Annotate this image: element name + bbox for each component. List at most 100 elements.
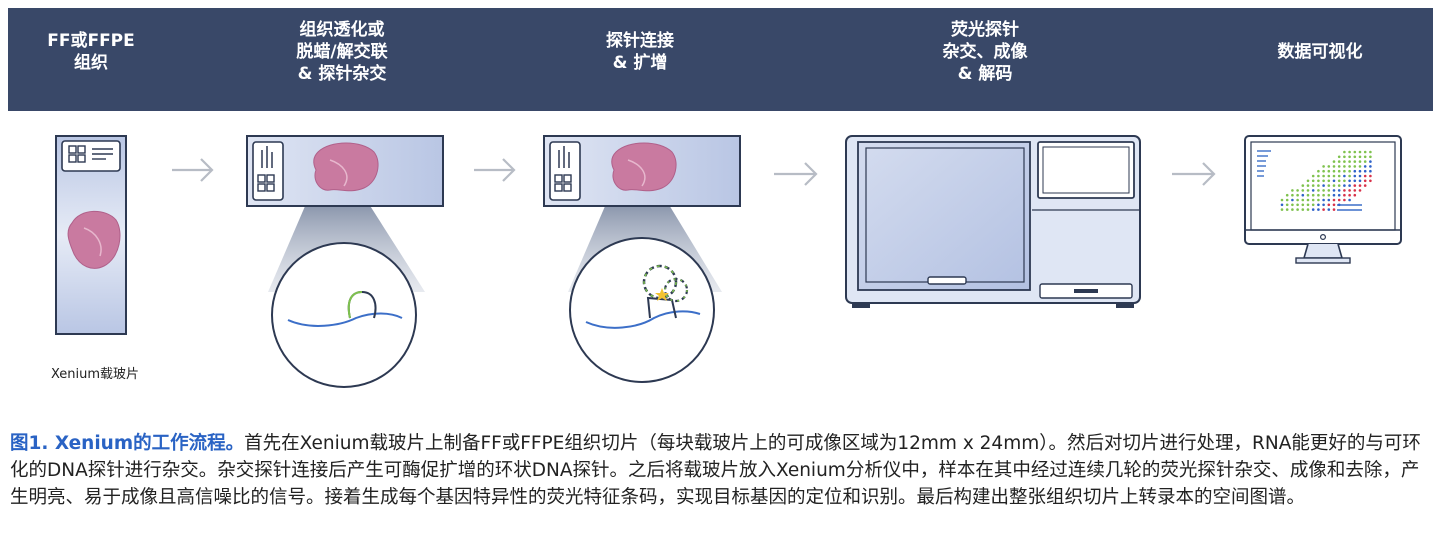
transcript-dot [1311, 193, 1315, 197]
text-lines-icon [92, 148, 113, 160]
transcript-dot [1306, 193, 1310, 197]
spatial-map [1280, 150, 1372, 211]
transcript-dot [1285, 203, 1289, 207]
text-lines-icon [558, 146, 570, 168]
transcript-dot [1337, 155, 1341, 159]
transcript-dot [1343, 150, 1346, 154]
transcript-dot [1343, 169, 1346, 173]
workflow-diagram [55, 135, 1402, 388]
transcript-dot [1317, 203, 1320, 207]
transcript-dot [1322, 174, 1325, 178]
transcript-dot [1332, 174, 1336, 178]
transcript-dot [1317, 174, 1320, 178]
zoom-circle-hybridization [271, 242, 417, 388]
transcript-dot [1280, 208, 1284, 211]
transcript-dot [1301, 198, 1305, 202]
arrow-icon [474, 158, 516, 182]
transcript-dot [1369, 160, 1372, 163]
transcript-dot [1363, 165, 1367, 168]
transcript-dot [1285, 208, 1289, 211]
transcript-dot [1337, 165, 1341, 168]
transcript-dot [1327, 184, 1331, 187]
transcript-dot [1353, 169, 1357, 173]
transcript-dot [1353, 174, 1357, 178]
transcript-dot [1348, 165, 1351, 168]
transcript-dot [1322, 184, 1325, 187]
xenium-slide-vertical [55, 135, 127, 335]
grid-icon [257, 174, 275, 192]
transcript-dot [1291, 189, 1294, 192]
transcript-dot [1363, 155, 1367, 159]
transcript-dot [1327, 165, 1331, 168]
transcript-dot [1348, 150, 1351, 154]
zoom-circle-amplification [569, 237, 715, 383]
transcript-dot [1353, 189, 1357, 192]
monitor-icon [1244, 135, 1402, 264]
step-label-text: 荧光探针 杂交、成像 & 解码 [942, 19, 1028, 84]
step-label-tissue: FF或FFPE 组织 [30, 0, 152, 103]
transcript-dot [1327, 198, 1331, 202]
step-label-text: FF或FFPE 组织 [47, 30, 135, 73]
transcript-dot [1327, 179, 1331, 183]
transcript-dot [1301, 208, 1305, 211]
transcript-dot [1358, 155, 1362, 159]
transcript-dot [1343, 160, 1346, 163]
arrow-icon [1172, 162, 1216, 186]
transcript-dot [1337, 189, 1341, 192]
transcript-dot [1337, 160, 1341, 163]
text-lines-icon [261, 146, 273, 168]
transcript-dot [1348, 189, 1351, 192]
grid-icon [554, 174, 572, 192]
transcript-dot [1348, 169, 1351, 173]
transcript-dot [1306, 203, 1310, 207]
transcript-dot [1348, 179, 1351, 183]
transcript-dot [1280, 203, 1284, 207]
transcript-dot [1327, 189, 1331, 192]
xenium-analyzer-instrument [845, 135, 1141, 308]
transcript-dot [1363, 169, 1367, 173]
transcript-dot [1358, 179, 1362, 183]
transcript-dot [1311, 184, 1315, 187]
transcript-dot [1301, 193, 1305, 197]
tissue-section [67, 210, 121, 269]
transcript-dot [1311, 208, 1315, 211]
transcript-dot [1337, 184, 1341, 187]
transcript-dot [1348, 160, 1351, 163]
transcript-dot [1296, 198, 1299, 202]
transcript-dot [1322, 189, 1325, 192]
transcript-dot [1332, 184, 1336, 187]
step-label-visualization: 数据可视化 [1240, 0, 1400, 103]
transcript-dot [1337, 179, 1341, 183]
transcript-dot [1358, 184, 1362, 187]
transcript-dot [1348, 174, 1351, 178]
step-label-imaging: 荧光探针 杂交、成像 & 解码 [910, 0, 1060, 103]
transcript-dot [1296, 193, 1299, 197]
transcript-dot [1353, 165, 1357, 168]
transcript-dot [1369, 179, 1372, 183]
transcript-dot [1332, 160, 1336, 163]
transcript-dot [1353, 155, 1357, 159]
transcript-dot [1332, 165, 1336, 168]
transcript-dot [1301, 184, 1305, 187]
transcript-dot [1306, 208, 1310, 211]
transcript-dot [1337, 174, 1341, 178]
transcript-dot [1311, 203, 1315, 207]
transcript-dot [1285, 198, 1289, 202]
instrument-door [857, 141, 1031, 291]
transcript-dot [1332, 208, 1336, 211]
transcript-dot [1311, 198, 1315, 202]
tissue-section [611, 142, 677, 192]
transcript-dot [1337, 193, 1341, 197]
transcript-dot [1363, 174, 1367, 178]
transcript-dot [1285, 193, 1289, 197]
transcript-dot [1343, 155, 1346, 159]
transcript-dot [1363, 160, 1367, 163]
legend-lines [1257, 150, 1362, 211]
transcript-dot [1311, 174, 1315, 178]
transcript-dot [1353, 193, 1357, 197]
transcript-dot [1327, 169, 1331, 173]
transcript-dot [1322, 169, 1325, 173]
transcript-dot [1291, 198, 1294, 202]
workflow-header-bar [8, 8, 1433, 111]
transcript-dot [1327, 203, 1331, 207]
